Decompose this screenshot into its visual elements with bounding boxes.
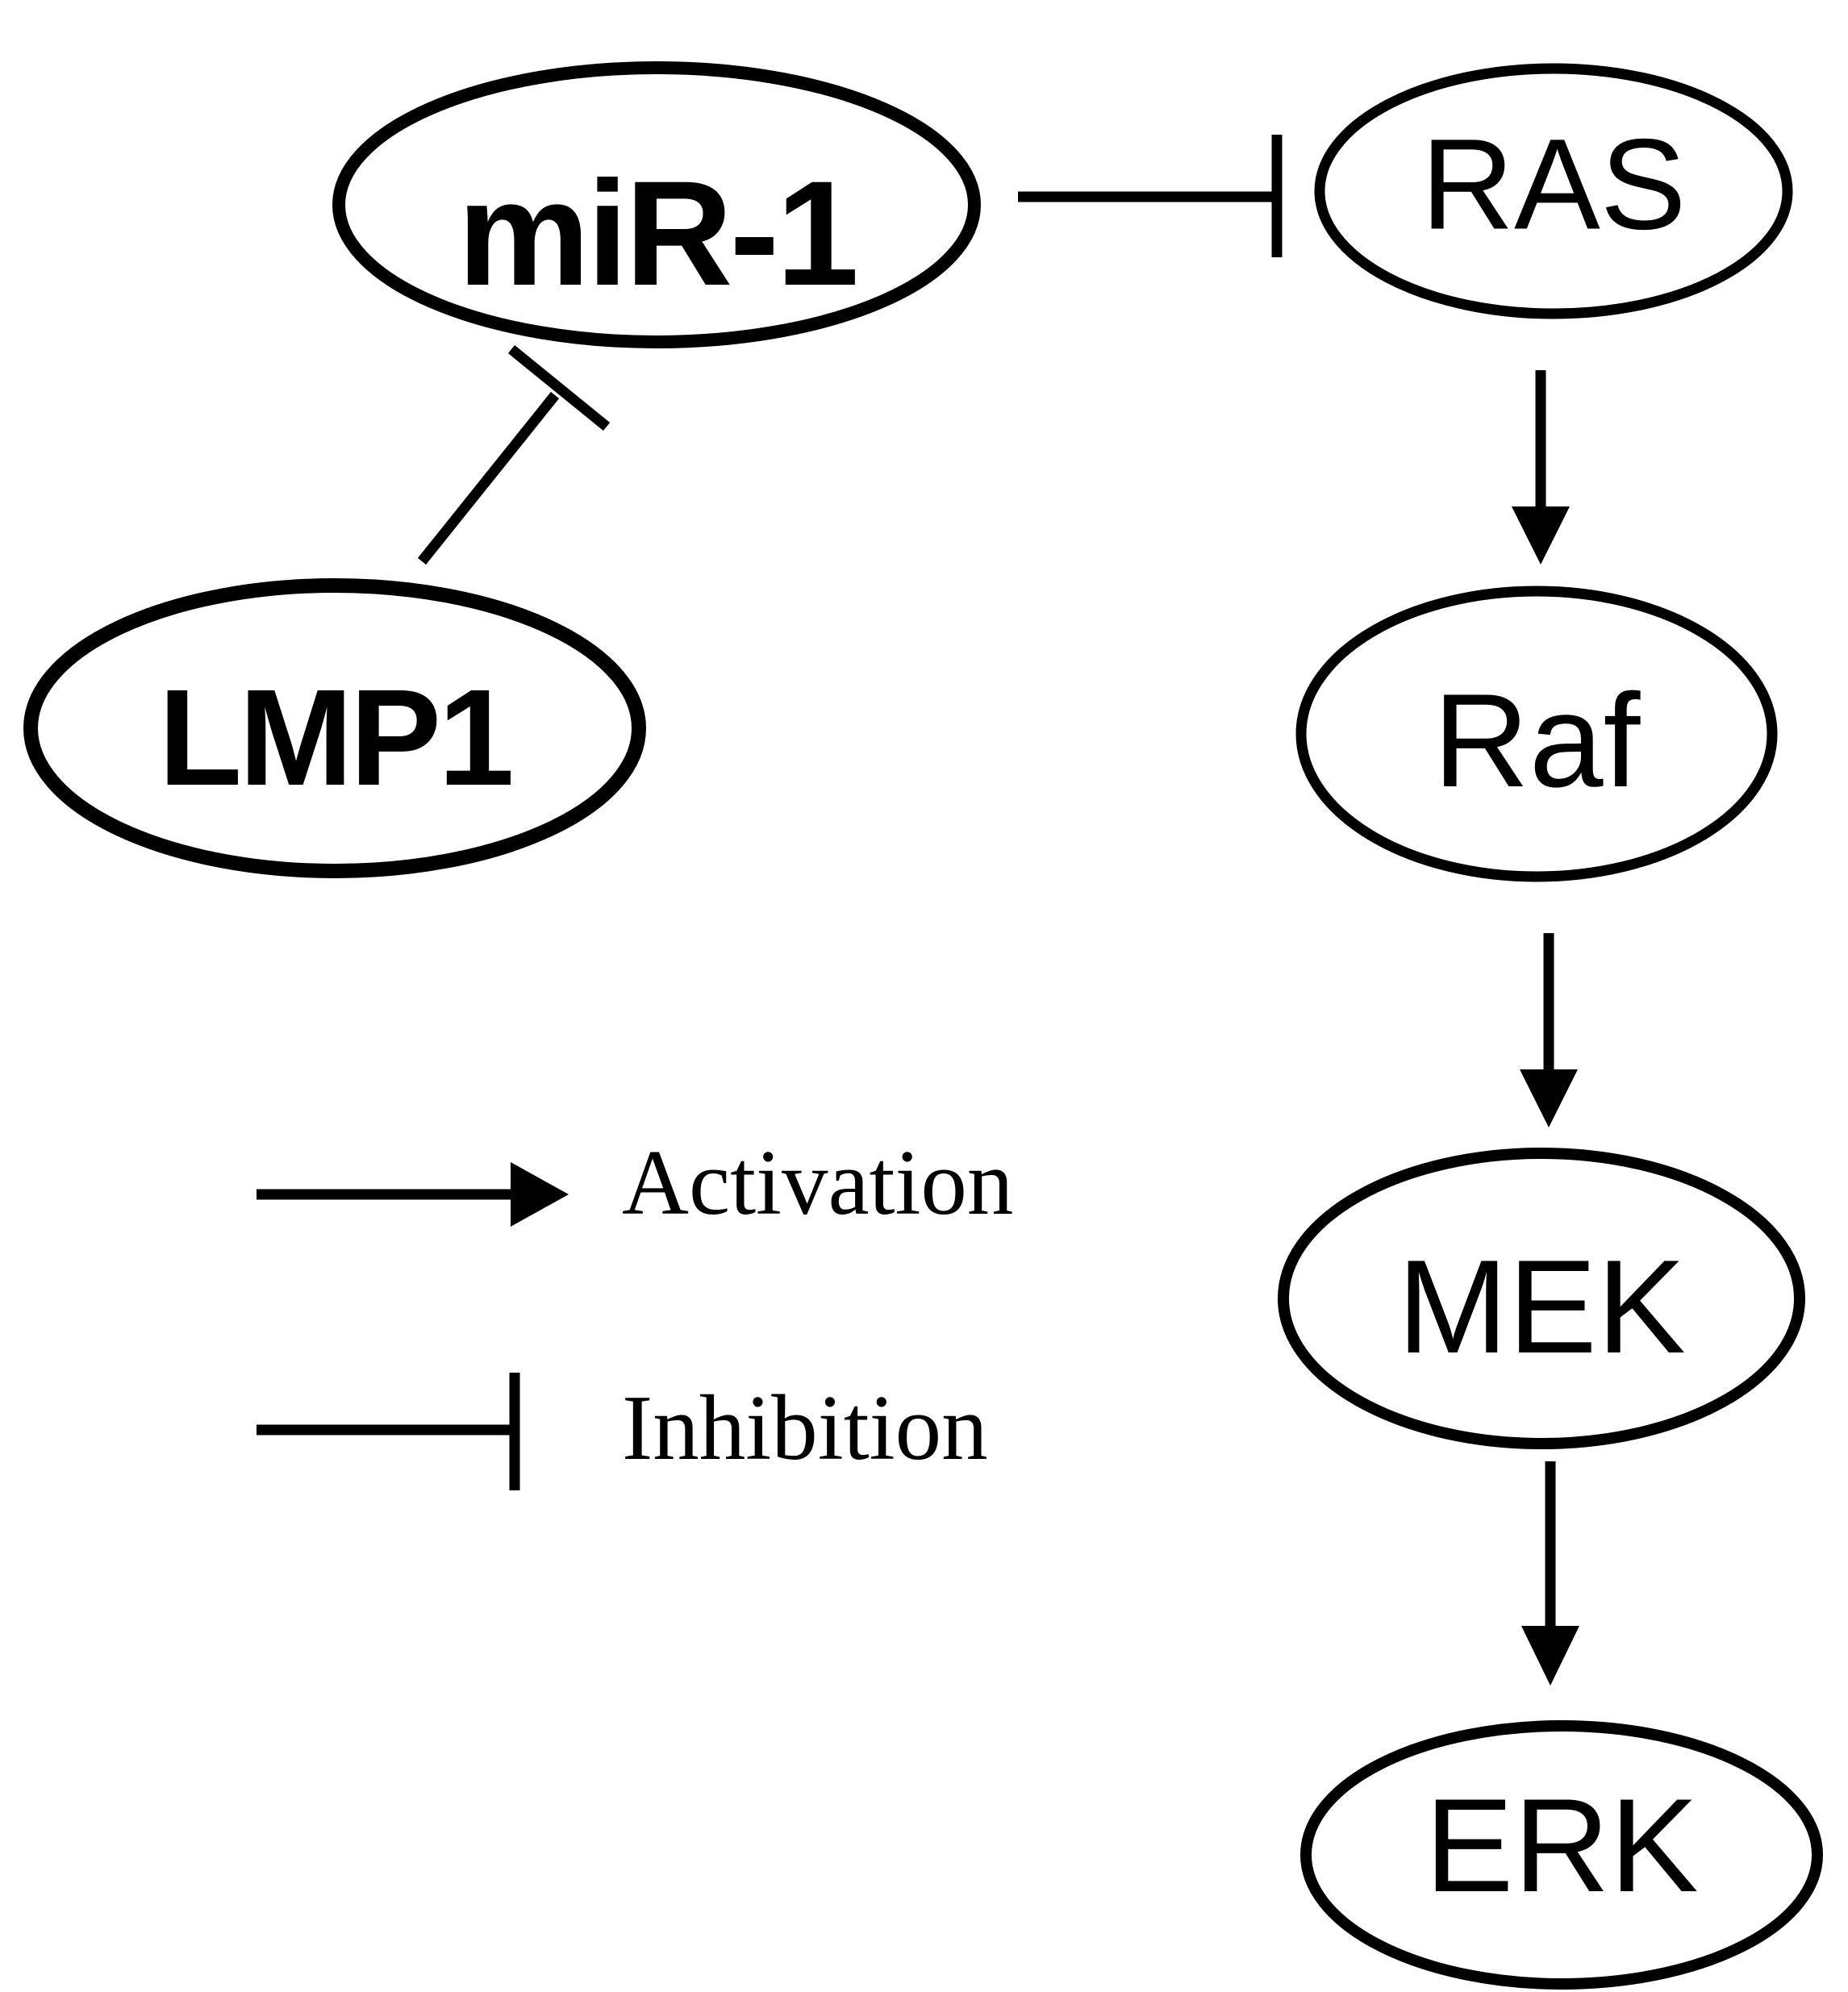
node-erk: ERK — [1300, 1720, 1823, 1990]
node-lmp1: LMP1 — [23, 578, 646, 878]
node-mek-label: MEK — [1397, 1232, 1686, 1381]
node-mir1: miR-1 — [332, 61, 981, 348]
legend-inhibition-label: Inhibition — [622, 1377, 988, 1479]
activation-arrowhead-mek-erk — [1521, 1626, 1579, 1686]
inhibition-line-lmp1-mir1 — [417, 391, 560, 565]
node-raf-label: Raf — [1433, 666, 1642, 815]
edge-mir1-ras-inhibition — [1018, 135, 1283, 257]
edge-ras-raf-activation — [1512, 370, 1570, 565]
legend-inhibition-item: Inhibition — [257, 1373, 988, 1490]
node-ras-ellipse — [1314, 63, 1793, 319]
legend-activation-label: Activation — [622, 1131, 1013, 1234]
edge-raf-mek-activation — [1520, 933, 1578, 1127]
node-lmp1-label: LMP1 — [158, 661, 511, 815]
node-ras-label: RAS — [1421, 112, 1687, 256]
node-raf: Raf — [1295, 586, 1778, 882]
inhibition-tbar-lmp1-mir1 — [507, 344, 611, 431]
node-mek: MEK — [1278, 1148, 1805, 1449]
edge-mek-erk-activation — [1521, 1461, 1579, 1686]
legend: Activation Inhibition — [257, 1131, 1013, 1490]
node-mir1-label: miR-1 — [457, 151, 856, 317]
node-ras: RAS — [1314, 63, 1793, 319]
node-lmp1-ellipse — [23, 578, 646, 878]
node-erk-label: ERK — [1425, 1771, 1698, 1919]
node-raf-ellipse — [1295, 586, 1778, 882]
node-erk-ellipse — [1300, 1720, 1823, 1990]
edge-lmp1-mir1-inhibition — [417, 344, 611, 565]
node-mek-ellipse — [1278, 1148, 1805, 1449]
activation-arrowhead-raf-mek — [1520, 1069, 1578, 1127]
activation-arrowhead-ras-raf — [1512, 506, 1570, 565]
legend-activation-arrowhead — [511, 1162, 569, 1227]
legend-activation-item: Activation — [257, 1131, 1013, 1234]
node-mir1-ellipse — [332, 61, 981, 348]
